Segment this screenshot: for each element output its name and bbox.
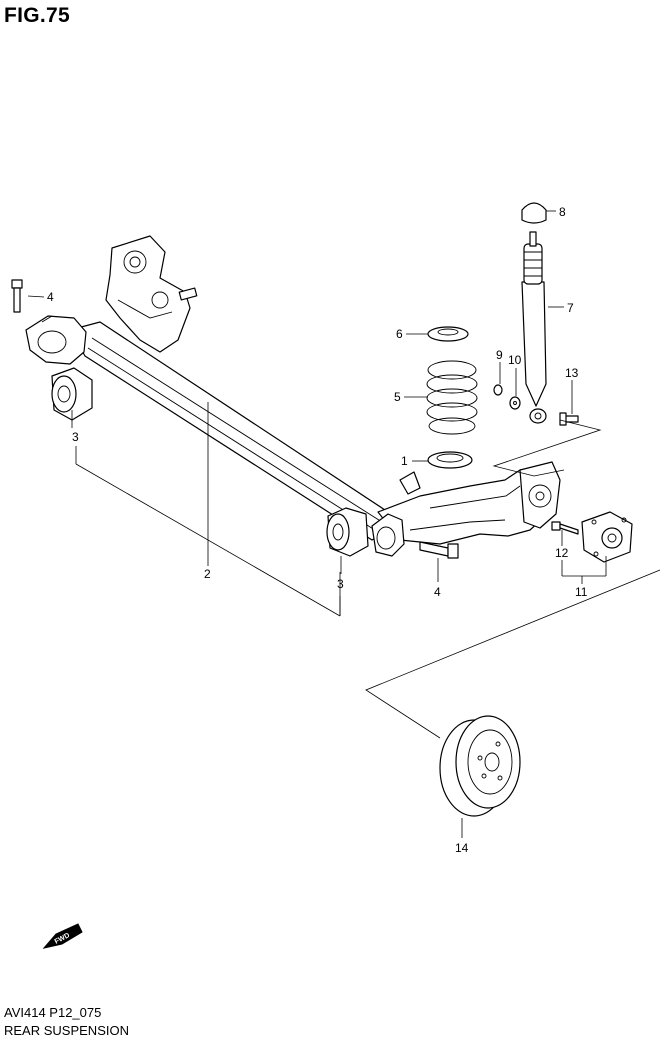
axle-beam[interactable] [25, 235, 561, 557]
nut[interactable] [493, 384, 503, 396]
wheel-hub[interactable] [581, 511, 633, 563]
bushing-right[interactable] [326, 507, 369, 557]
bolt-upper-left[interactable] [11, 279, 23, 313]
figure-code: AVI414 P12_075 [4, 1005, 102, 1020]
callout-5: 5 [394, 390, 401, 404]
coil-spring[interactable] [426, 360, 478, 435]
washer[interactable] [509, 396, 521, 410]
figure-title: FIG.75 [4, 4, 70, 27]
bolt-lower[interactable] [419, 541, 459, 559]
callout-8: 8 [559, 205, 566, 219]
bushing-left[interactable] [51, 367, 93, 421]
callout-9: 9 [496, 348, 503, 362]
hub-bolt[interactable] [551, 521, 579, 535]
callout-1: 1 [401, 454, 408, 468]
callout-3-left: 3 [72, 430, 79, 444]
callout-14: 14 [455, 841, 469, 855]
callout-10: 10 [508, 353, 522, 367]
shock-absorber[interactable] [521, 231, 547, 424]
callout-12: 12 [555, 546, 569, 560]
brake-drum[interactable] [439, 715, 521, 817]
callout-numbers: 4 3 2 3 4 1 5 6 7 8 9 10 13 12 11 14 [47, 205, 588, 855]
bolt-shock-lower[interactable] [559, 412, 579, 426]
callout-3-right: 3 [337, 577, 344, 591]
callout-13: 13 [565, 366, 579, 380]
callout-11: 11 [575, 585, 588, 599]
fwd-arrow-icon [42, 923, 83, 949]
lower-spring-seat[interactable] [427, 451, 473, 469]
callout-4-upper: 4 [47, 290, 54, 304]
fwd-direction-badge: FWD [42, 923, 83, 949]
callout-2: 2 [204, 567, 211, 581]
callout-6: 6 [396, 327, 403, 341]
figure-footer: AVI414 P12_075 REAR SUSPENSION [4, 1004, 129, 1040]
upper-spring-seat[interactable] [427, 326, 469, 342]
callout-4-lower: 4 [434, 585, 441, 599]
leader-lines [27, 210, 661, 838]
bump-stop-cap[interactable] [521, 202, 547, 224]
figure-caption: REAR SUSPENSION [4, 1023, 129, 1038]
callout-7: 7 [567, 301, 574, 315]
